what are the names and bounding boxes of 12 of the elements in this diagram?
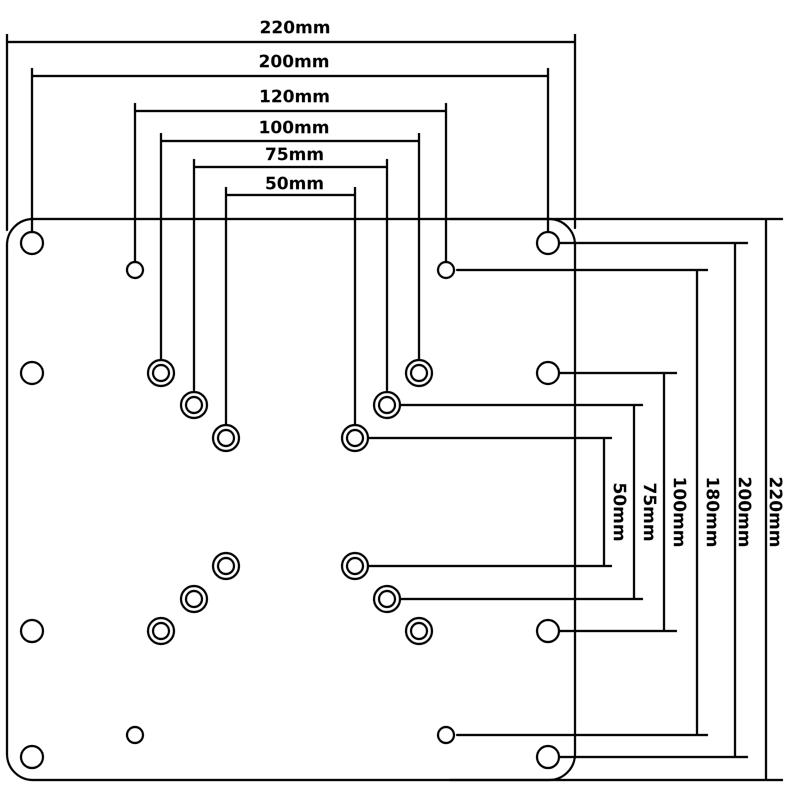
- dimension-label: 200mm: [738, 478, 752, 546]
- dimension-label: 100mm: [260, 120, 328, 134]
- dimension-label: 75mm: [644, 484, 656, 540]
- dimension-label: 200mm: [260, 54, 328, 68]
- dimension-label: 75mm: [266, 148, 323, 160]
- dimension-label: 100mm: [674, 478, 686, 546]
- dimension-label: 50mm: [614, 484, 626, 540]
- dimension-label: 120mm: [260, 90, 329, 102]
- dimension-label: 50mm: [266, 176, 323, 190]
- dimension-label: 180mm: [706, 478, 720, 546]
- dimension-label: 220mm: [770, 478, 782, 546]
- dimension-label: 220mm: [260, 20, 330, 34]
